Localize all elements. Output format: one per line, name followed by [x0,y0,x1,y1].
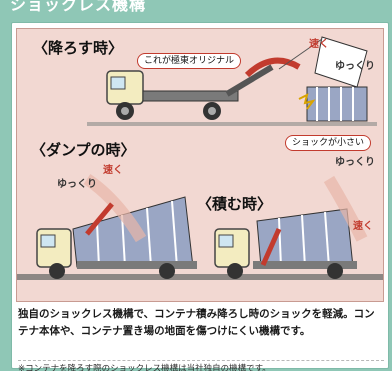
truck-dump [36,174,197,279]
header-title: ショックレス機構 [10,0,147,14]
illustration: 〈降ろす時〉 これが極東オリジナル 速く ゆっくり ショックが小さい 〈ダンプの… [16,28,384,302]
content-panel: 〈降ろす時〉 これが極東オリジナル 速く ゆっくり ショックが小さい 〈ダンプの… [11,22,389,371]
truck-load [214,175,368,279]
scene-lower-speed-slow: ゆっくり [335,61,375,72]
ground-lower [17,274,383,280]
description-text: 独自のショックレス機構で、コンテナ積み降ろし時のショックを軽減。コンテナ本体や、… [18,308,375,337]
callout-shock-small: ショックが小さい [285,135,372,151]
header-strip: ショックレス機構 [0,0,392,14]
ground-upper [87,122,377,126]
scene-dump-title: 〈ダンプの時〉 [31,141,136,159]
illustration-graphics [17,36,383,280]
scene-load-title: 〈積む時〉 [197,195,273,213]
scene-load-speed-slow: ゆっくり [335,157,375,168]
scene-load-speed-fast: 速く [353,221,373,232]
scene-lower-title: 〈降ろす時〉 [33,39,124,57]
scene-dump-speed-fast: 速く [103,165,123,176]
callout-original: これが極東オリジナル [137,53,242,69]
scene-lower-speed-fast: 速く [309,39,329,50]
truck-lowering [106,36,368,122]
scene-dump-speed-slow: ゆっくり [57,179,97,190]
footnote-text: ※コンテナを降ろす際のショックレス機構は当社独自の機構です。 [18,360,384,371]
